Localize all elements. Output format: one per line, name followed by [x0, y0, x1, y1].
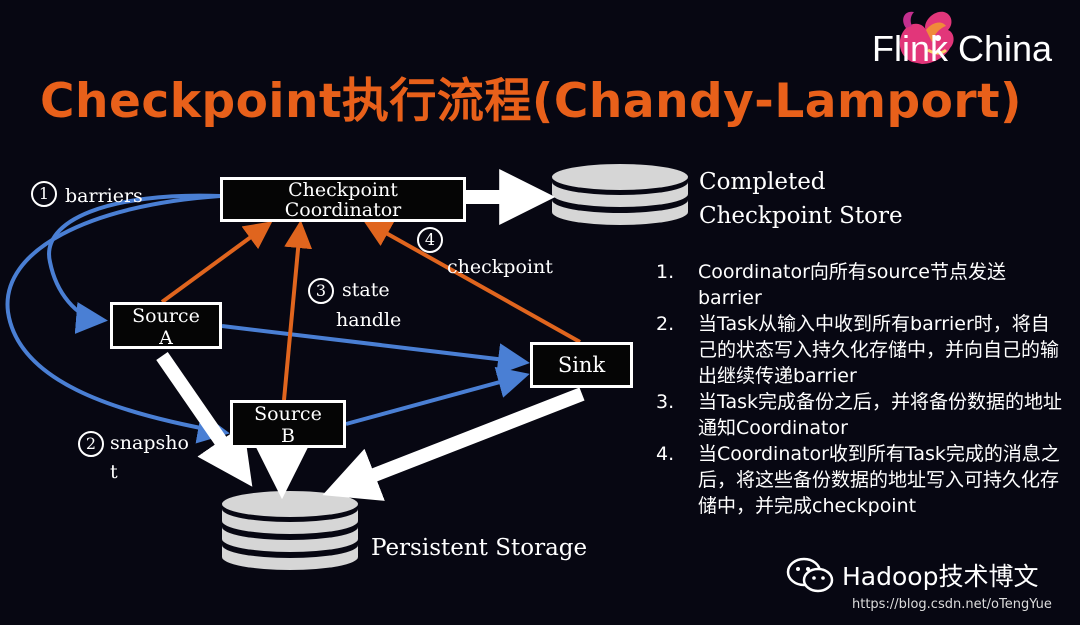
step-index: 4.	[656, 443, 675, 465]
step-index: 3.	[656, 391, 675, 413]
step-2-marker: 2	[78, 431, 104, 457]
barriers-label: barriers	[65, 185, 143, 207]
step-text: 当Coordinator收到所有Task完成的消息之后，将这些备份数据的地址写入…	[698, 443, 1060, 517]
source-b-label-line-2: B	[281, 425, 295, 447]
state-handle-arrow-source-a	[160, 221, 273, 304]
checkpoint-ack-arrow-sink	[363, 220, 581, 344]
brand-name: Flink China	[872, 28, 1053, 69]
page-title: Checkpoint执行流程(Chandy-Lamport)	[40, 74, 1023, 129]
steps-list: 1. Coordinator向所有source节点发送barrier 2. 当Tas…	[656, 259, 1066, 519]
watermark-url: https://blog.csdn.net/oTengYue	[852, 597, 1052, 612]
sink-label: Sink	[557, 353, 606, 377]
snapshot-arrow-sink	[322, 387, 585, 501]
state-handle-arrow-source-b	[282, 220, 313, 401]
step-text: 当Task从输入中收到所有barrier时，将自己的状态写入持久化存储中，并向自…	[698, 313, 1060, 387]
step-index: 2.	[656, 313, 675, 335]
completed-store-label-line-1: Completed	[699, 169, 826, 195]
step-item: 2. 当Task从输入中收到所有barrier时，将自己的状态写入持久化存储中，并…	[656, 311, 1066, 389]
barrier-arrow-source-b-to-sink	[345, 366, 530, 426]
checkpoint-coordinator-node: Checkpoint Coordinator	[220, 177, 466, 222]
source-b-label-line-1: Source	[254, 403, 322, 425]
source-a-label-line-2: A	[159, 327, 173, 349]
state-handle-label-line-1: state	[342, 279, 390, 301]
step-item: 4. 当Coordinator收到所有Task完成的消息之后，将这些备份数据的地址…	[656, 441, 1066, 519]
coordinator-label-line-2: Coordinator	[284, 199, 402, 221]
snapshot-label-line-1: snapsho	[110, 432, 189, 454]
flink-squirrel-logo	[899, 11, 954, 64]
barrier-arrow-source-a-to-sink	[221, 324, 530, 376]
completed-store-label-line-2: Checkpoint Store	[699, 203, 903, 229]
wechat-icon	[786, 557, 834, 593]
barrier-arrow-to-source-b	[5, 194, 230, 444]
step-item: 1. Coordinator向所有source节点发送barrier	[656, 259, 1066, 311]
source-a-label-line-1: Source	[132, 305, 200, 327]
sink-node: Sink	[530, 342, 633, 388]
snapshot-label-line-2: t	[110, 461, 118, 483]
checkpoint-label: checkpoint	[447, 256, 553, 278]
watermark-account: Hadoop技术博文	[842, 562, 1039, 591]
step-text: 当Task完成备份之后，并将备份数据的地址通知Coordinator	[698, 391, 1063, 439]
source-a-node: Source A	[110, 302, 222, 349]
source-b-node: Source B	[230, 400, 346, 448]
state-handle-label-line-2: handle	[336, 309, 402, 331]
step-text: Coordinator向所有source节点发送barrier	[698, 261, 1006, 309]
step-item: 3. 当Task完成备份之后，并将备份数据的地址通知Coordinator	[656, 389, 1066, 441]
step-3-marker: 3	[308, 278, 334, 304]
snapshot-arrow-source-a	[156, 352, 253, 487]
step-1-marker: 1	[31, 181, 57, 207]
step-index: 1.	[656, 261, 675, 283]
coordinator-label-line-1: Checkpoint	[288, 179, 398, 201]
persistent-storage-label: Persistent Storage	[371, 535, 588, 561]
step-4-marker: 4	[417, 227, 443, 253]
barrier-arrow-to-source-a	[47, 193, 221, 334]
completed-checkpoint-store-icon	[552, 164, 688, 225]
persistent-storage-icon	[222, 491, 358, 570]
